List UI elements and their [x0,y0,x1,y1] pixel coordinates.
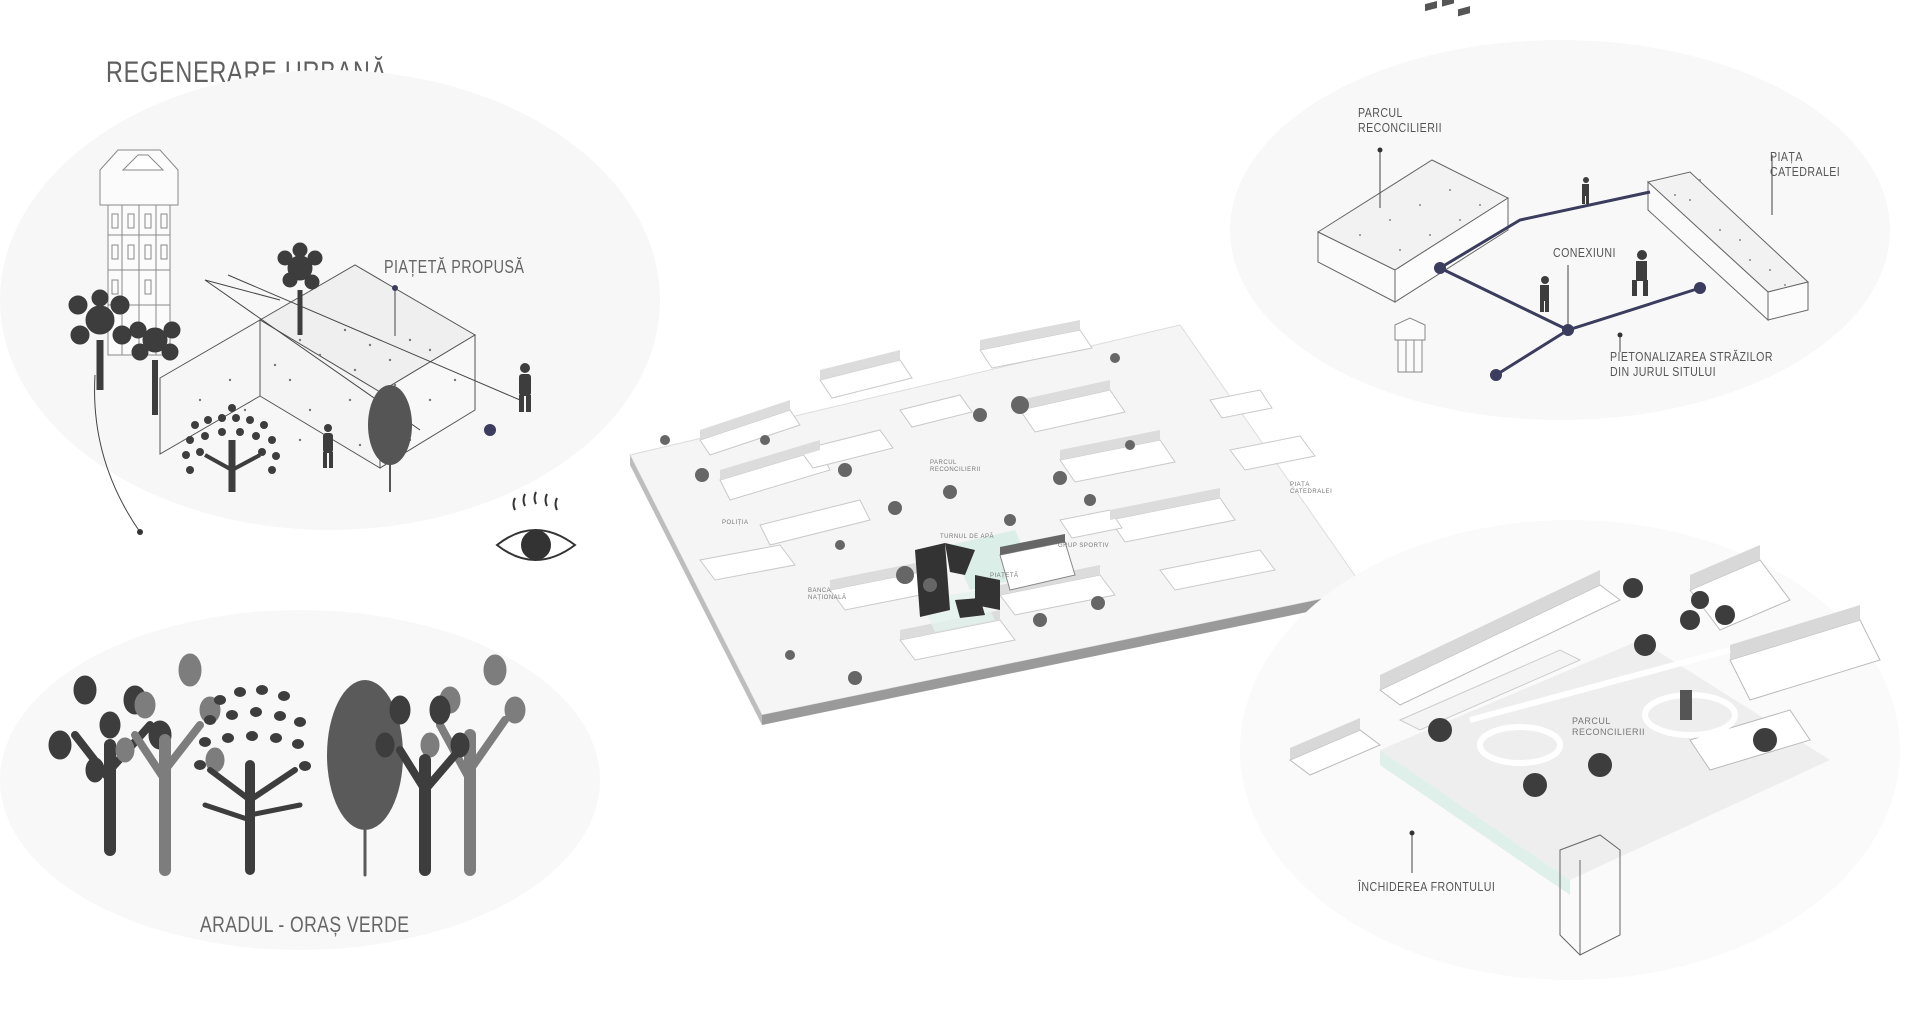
building-blocks [699,329,1316,661]
tree-icon [420,654,526,876]
tree-icon [202,760,303,875]
tree-icon [48,675,172,856]
map-label-turnul: TURNUL DE APĂ [940,534,994,540]
eye-icon [495,491,577,561]
label-piata-catedralei: PIAȚA CATEDRALEI [1770,150,1841,179]
map-label-piata: PIAȚA CATEDRALEI [1290,482,1333,495]
label-inchiderea: ÎNCHIDEREA FRONTULUI [1358,880,1496,894]
tree-icon [115,653,225,876]
tower-outline [1559,834,1621,956]
tree-icon [375,695,470,876]
map-label-piateta: PIAȚETĂ [990,573,1019,579]
label-pietonalizarea: PIETONALIZAREA STRĂZILOR DIN JURUL SITUL… [1610,350,1773,379]
person-icon [323,363,531,468]
water-tower-icon [1394,317,1426,373]
map-label-banca: BANCA NAȚIONALĂ [808,588,847,601]
parking-icon [1425,0,1470,17]
map-label-politia: POLIȚIA [722,520,749,526]
label-piateta-propusa: PIAȚETĂ PROPUSĂ [384,257,525,277]
label-conexiuni: CONEXIUNI [1553,246,1616,260]
tree-icon [327,680,403,877]
map-label-grup: GRUP SPORTIV [1058,543,1110,549]
label-aradul: ARADUL - ORAȘ VERDE [200,912,410,937]
map-label-parcul: PARCUL RECONCILIERII [930,460,981,473]
tree-icon [68,242,323,492]
label-parcul-bottom: PARCUL RECONCILIERII [1572,716,1646,737]
label-parcul-top: PARCUL RECONCILIERII [1358,106,1443,135]
tree-icon [660,353,1135,685]
person-icon [1540,177,1648,312]
tree-icon [1428,578,1777,797]
